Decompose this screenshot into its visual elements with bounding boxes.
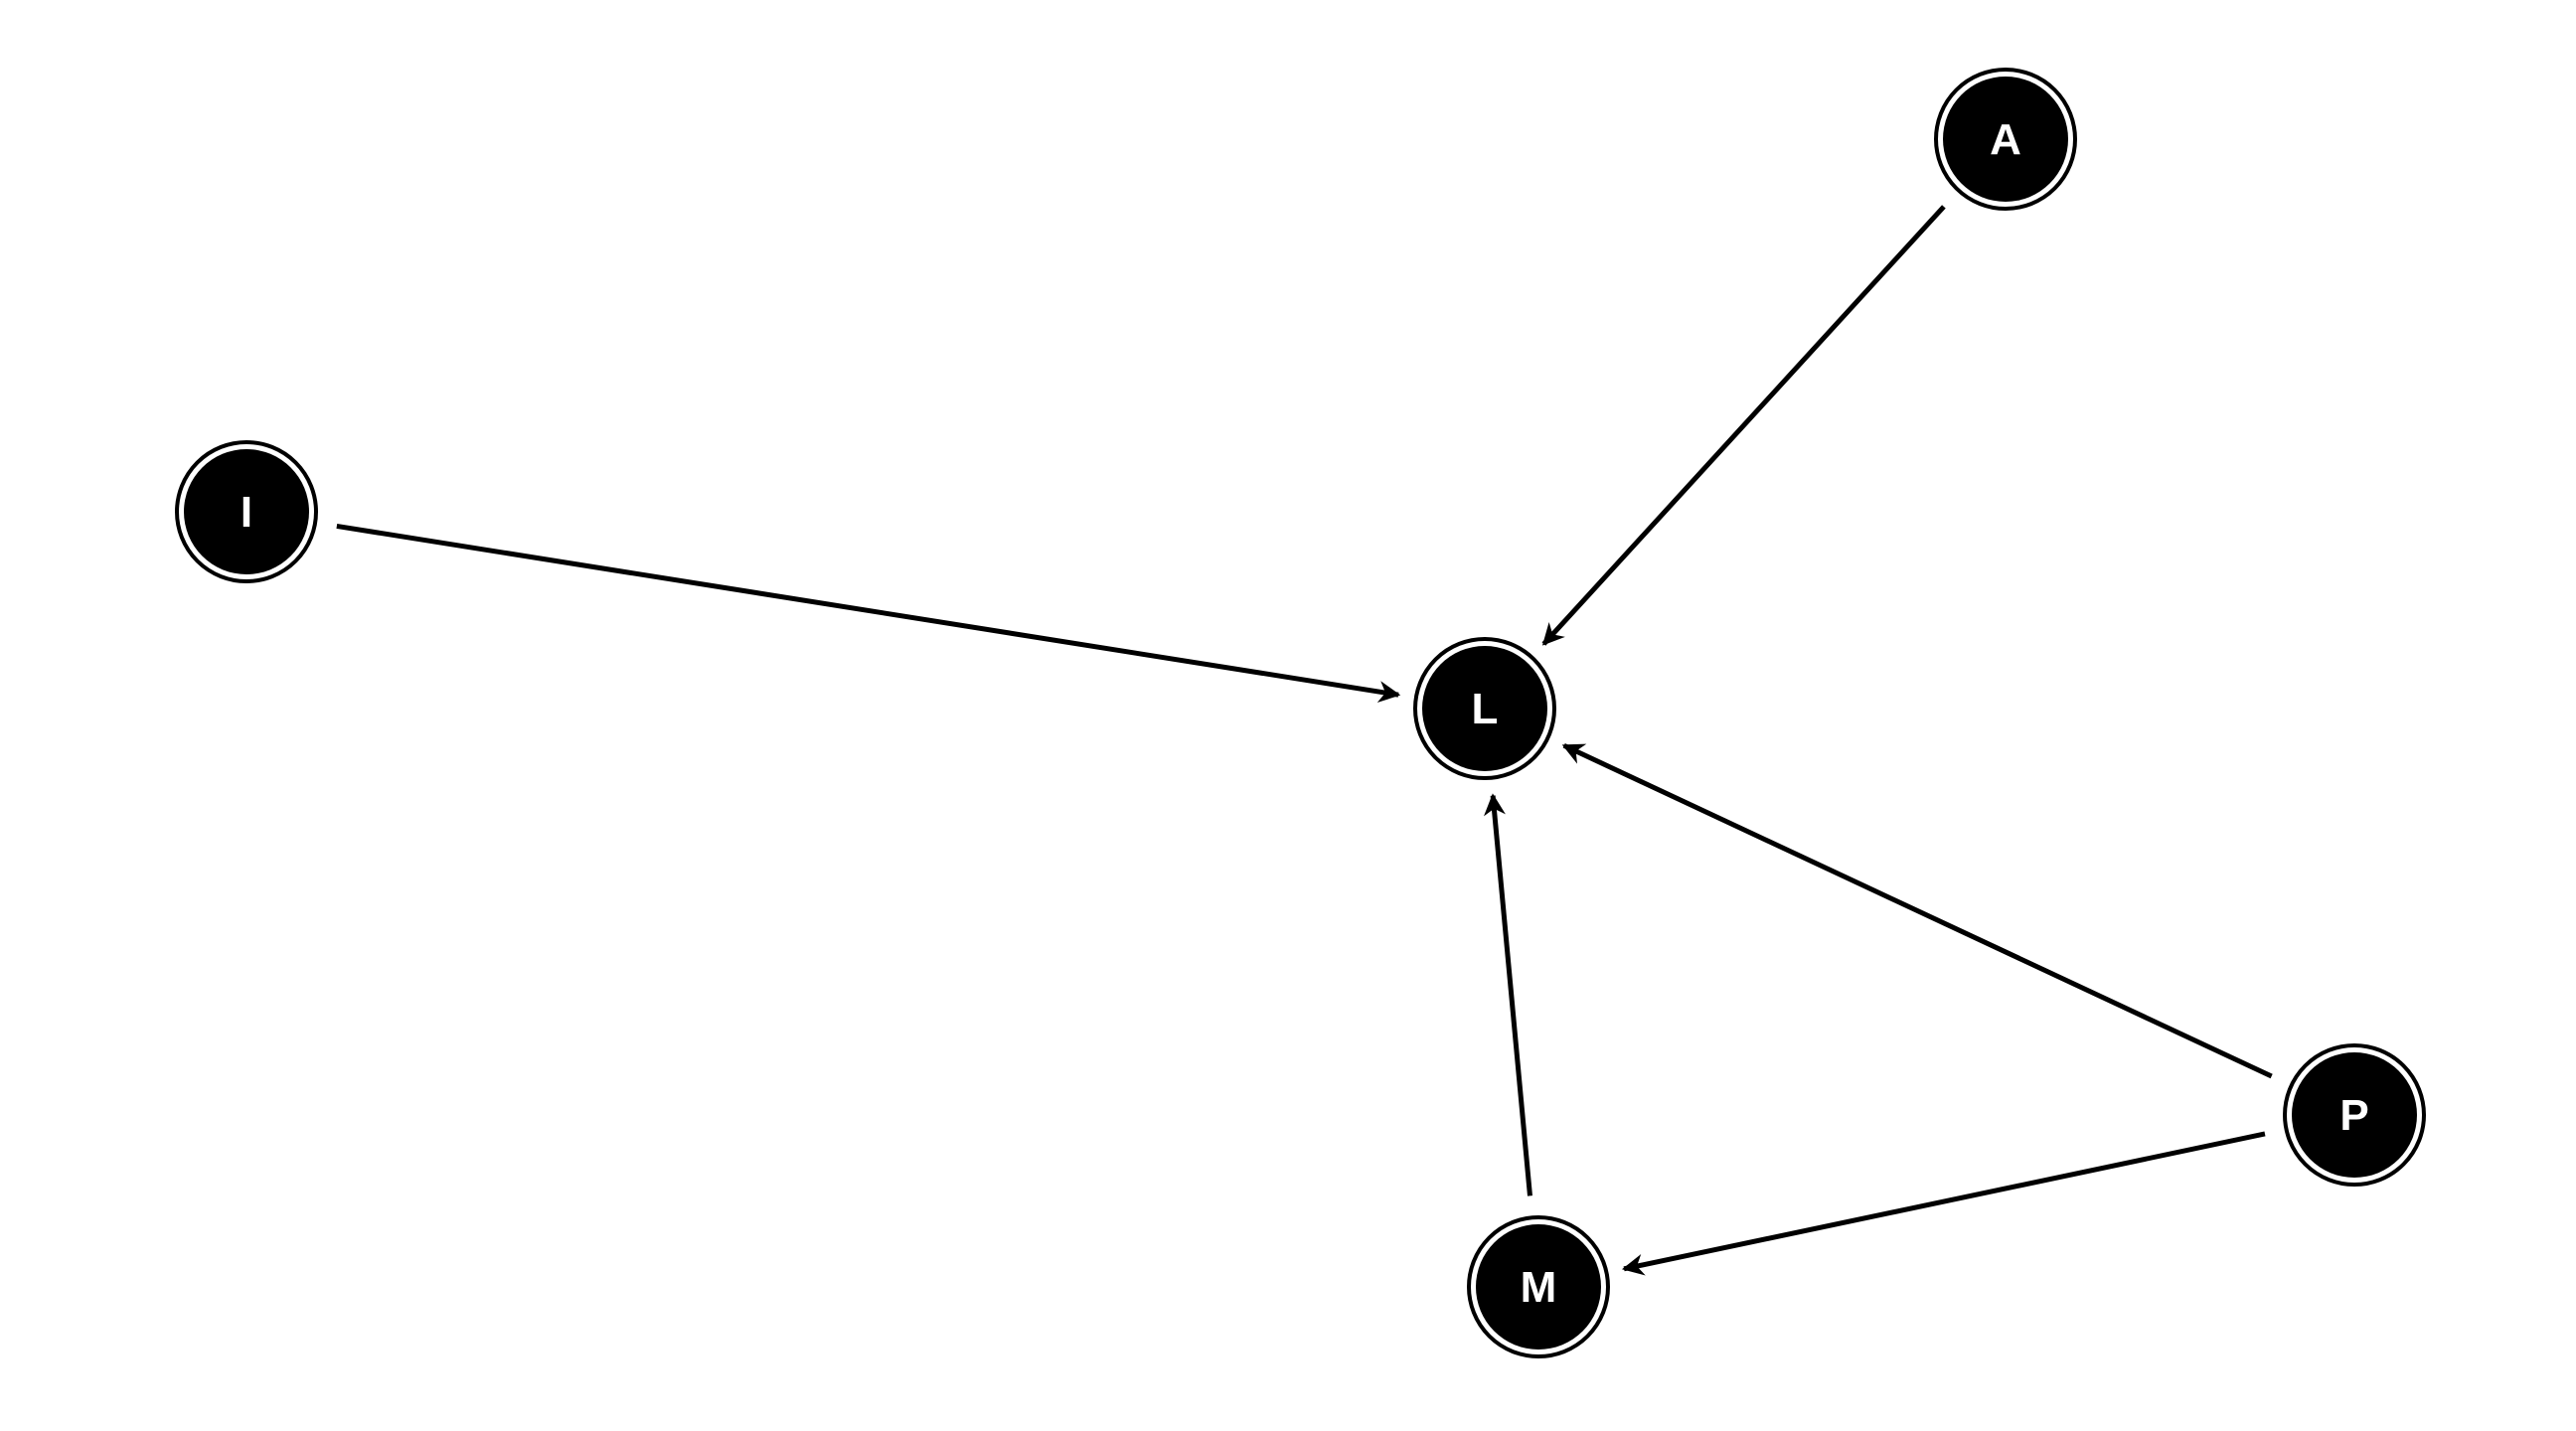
node-p[interactable]: P [2283,1043,2426,1187]
node-i[interactable]: I [175,440,318,583]
edges-layer [336,205,2273,1276]
edge-p-to-l [1561,742,2273,1079]
node-m[interactable]: M [1467,1215,1610,1358]
node-label: L [1472,685,1499,733]
node-label: I [241,488,252,537]
node-label: M [1521,1263,1557,1312]
edge-m-to-l [1484,793,1532,1196]
node-fill [184,449,309,574]
node-label: P [2339,1091,2368,1140]
node-fill [1943,77,2068,202]
node-fill [1476,1224,1601,1350]
edge-a-to-l [1541,205,1946,646]
edge-i-to-l [336,523,1401,703]
nodes-layer: A I L P M [175,68,2426,1358]
node-fill [1422,646,1547,771]
edge-p-to-m [1621,1131,2266,1276]
node-a[interactable]: A [1934,68,2077,211]
node-fill [2292,1052,2417,1178]
node-label: A [1990,115,2021,164]
node-l[interactable]: L [1413,637,1556,780]
